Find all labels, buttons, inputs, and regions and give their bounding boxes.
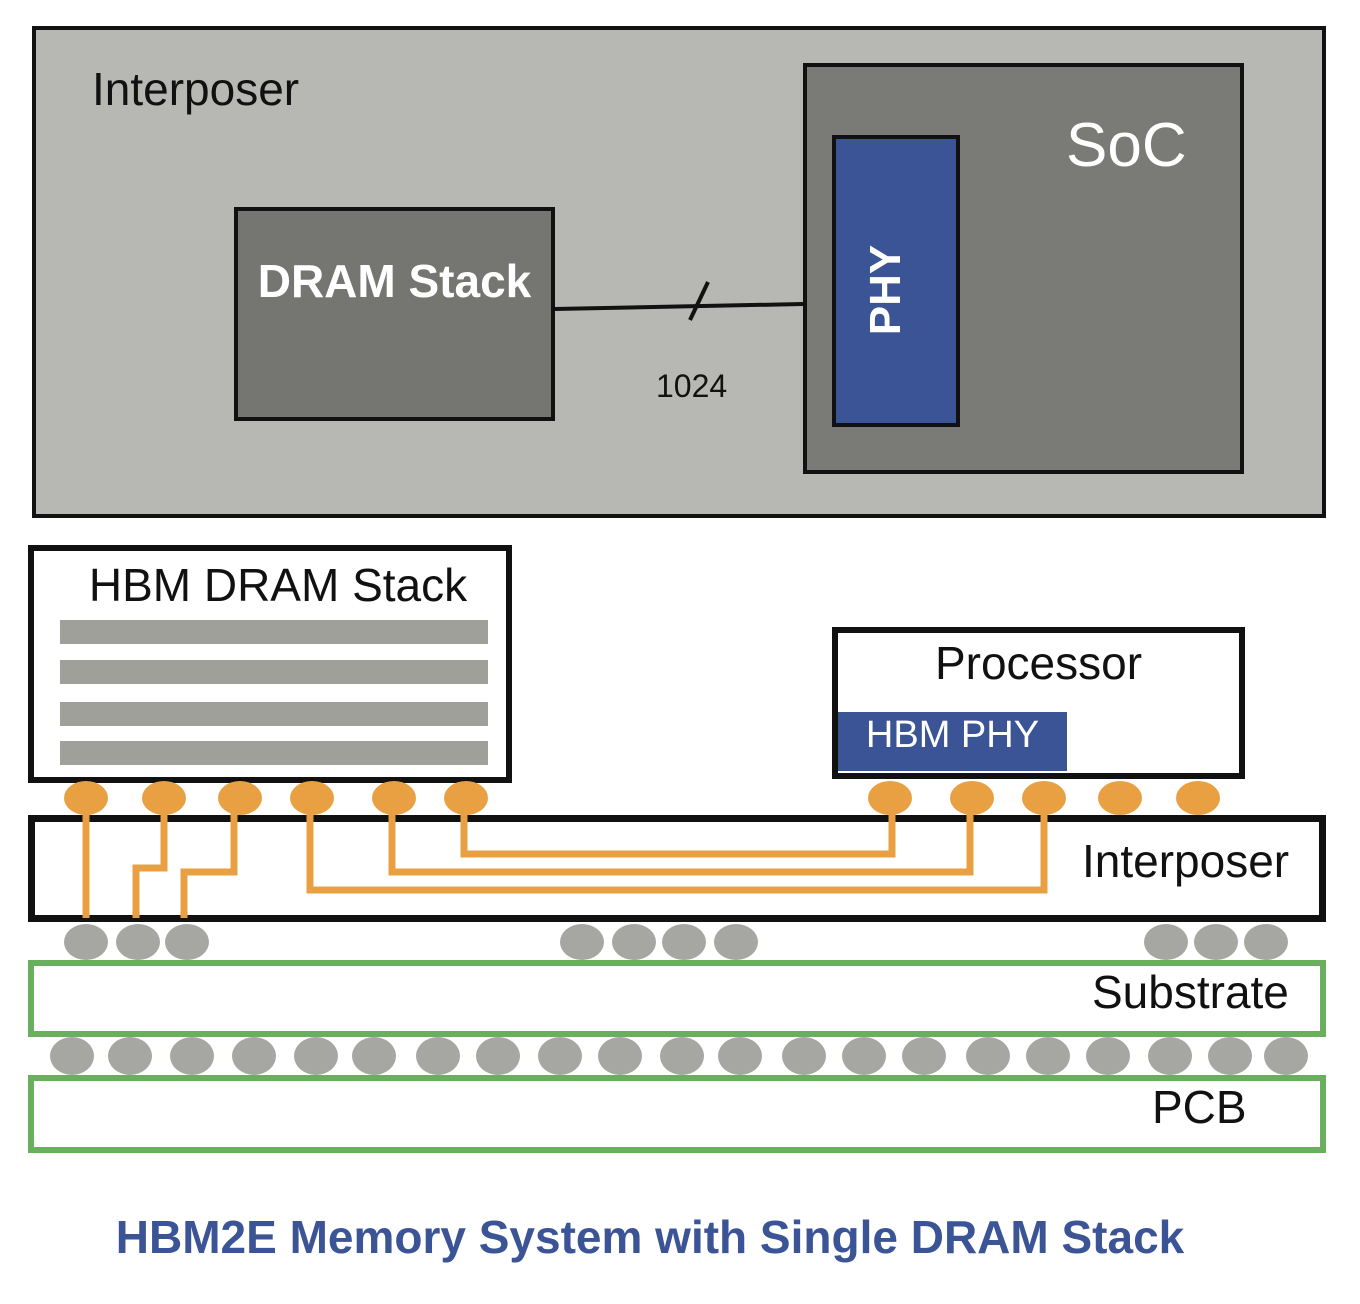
phy-block (832, 135, 960, 427)
bus-width-slash (688, 281, 710, 321)
bga-ball (1086, 1037, 1130, 1075)
bga-ball (170, 1037, 214, 1075)
bga-ball (782, 1037, 826, 1075)
dram-die-layer (60, 660, 488, 684)
interposer-trace (132, 798, 168, 918)
bga-ball (966, 1037, 1010, 1075)
micro-bump (1098, 781, 1142, 815)
bga-ball (108, 1037, 152, 1075)
bga-ball (902, 1037, 946, 1075)
cross-section-interposer-label: Interposer (1082, 835, 1290, 887)
interposer-trace (180, 798, 238, 918)
bga-ball (842, 1037, 886, 1075)
pcb-label: PCB (1152, 1081, 1247, 1133)
c4-bump (612, 924, 656, 960)
c4-bump (714, 924, 758, 960)
substrate-label: Substrate (1092, 966, 1289, 1018)
bga-ball (718, 1037, 762, 1075)
bga-ball (476, 1037, 520, 1075)
processor-label: Processor (934, 637, 1143, 689)
dram-die-layer (60, 741, 488, 765)
c4-bump (1244, 924, 1288, 960)
interposer-trace (460, 798, 896, 858)
top-interposer-label: Interposer (92, 63, 300, 115)
c4-bump (116, 924, 160, 960)
c4-bump (1144, 924, 1188, 960)
c4-bump (560, 924, 604, 960)
figure-caption: HBM2E Memory System with Single DRAM Sta… (115, 1211, 1185, 1263)
bga-ball (416, 1037, 460, 1075)
c4-bump (165, 924, 209, 960)
micro-bump (1176, 781, 1220, 815)
substrate-layer (28, 960, 1326, 1037)
dram-stack-label: DRAM Stack (257, 255, 532, 307)
hbm-phy-block (838, 712, 1067, 771)
interposer-trace (306, 798, 1048, 894)
bga-ball (1148, 1037, 1192, 1075)
micro-bump (142, 781, 186, 815)
dram-die-layer (60, 620, 488, 644)
bga-ball (1026, 1037, 1070, 1075)
hbm-dram-stack-label: HBM DRAM Stack (88, 559, 468, 611)
c4-bump (662, 924, 706, 960)
micro-bump (950, 781, 994, 815)
c4-bump (64, 924, 108, 960)
bga-ball (50, 1037, 94, 1075)
micro-bump (372, 781, 416, 815)
bga-ball (294, 1037, 338, 1075)
micro-bump (218, 781, 262, 815)
micro-bump (290, 781, 334, 815)
micro-bump (64, 781, 108, 815)
micro-bump (444, 781, 488, 815)
bga-ball (598, 1037, 642, 1075)
bga-ball (1208, 1037, 1252, 1075)
bga-ball (352, 1037, 396, 1075)
bga-ball (538, 1037, 582, 1075)
dram-stack-block (234, 207, 555, 421)
soc-label: SoC (1066, 111, 1187, 180)
micro-bump (868, 781, 912, 815)
dram-to-phy-bus-line (554, 302, 804, 311)
bga-ball (1264, 1037, 1308, 1075)
hbm-phy-label: HBM PHY (865, 714, 1040, 756)
micro-bump (1022, 781, 1066, 815)
interposer-trace (388, 798, 974, 876)
bga-ball (232, 1037, 276, 1075)
c4-bump (1194, 924, 1238, 960)
bga-ball (660, 1037, 704, 1075)
bus-width-label: 1024 (656, 368, 728, 404)
dram-die-layer (60, 702, 488, 726)
pcb-layer (28, 1075, 1326, 1153)
